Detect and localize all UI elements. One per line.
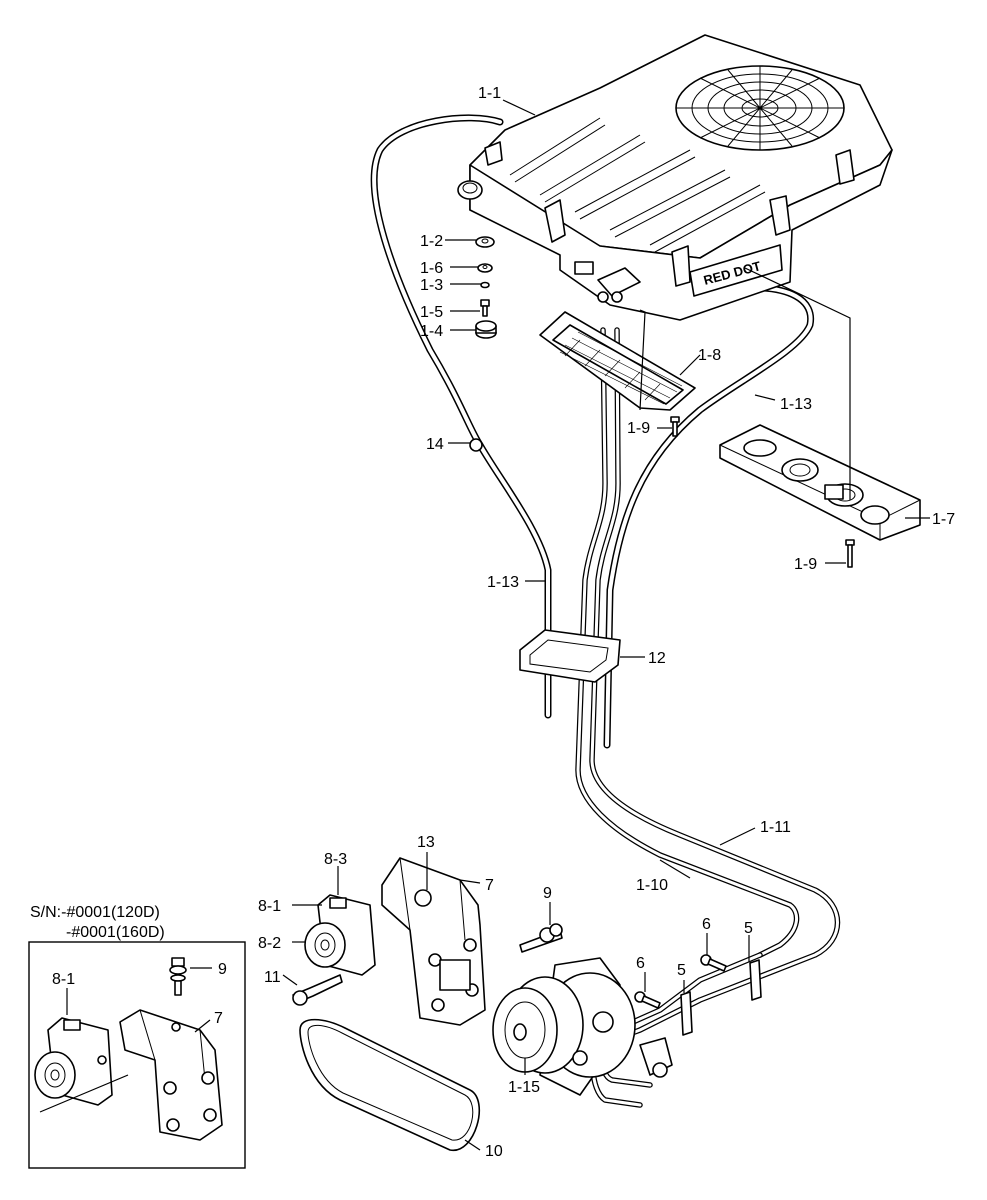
label-1-6: 1-6 [420, 260, 443, 277]
label-1-3: 1-3 [420, 277, 443, 294]
label-1-11: 1-11 [760, 819, 791, 836]
vent-grille [539, 311, 696, 411]
inset-label-8-1: 8-1 [52, 971, 75, 988]
hose-14 [370, 114, 552, 719]
bolt-11 [292, 974, 343, 1006]
label-1-13-top: 1-13 [780, 396, 812, 413]
part-labels: 1-1 1-2 1-6 1-3 1-5 1-4 1-8 1-13 1-9 14 … [258, 85, 955, 1160]
label-5-left: 5 [677, 962, 686, 979]
clamp-5a [680, 991, 693, 1036]
label-1-5: 1-5 [420, 304, 443, 321]
label-9: 9 [543, 885, 552, 902]
washer-1-2 [475, 236, 495, 248]
label-11: 11 [264, 969, 281, 986]
inset-label-9: 9 [218, 961, 227, 978]
label-1-15: 1-15 [508, 1079, 540, 1096]
inset-label-7: 7 [214, 1010, 223, 1027]
bolt-9 [519, 923, 563, 953]
clamp-14 [469, 438, 483, 452]
duct-panel [719, 424, 921, 541]
compressor-bracket [381, 857, 486, 1026]
label-6-left: 6 [636, 955, 645, 972]
screw-1-9b [845, 539, 855, 568]
compressor [492, 957, 636, 1096]
belt [299, 1018, 480, 1151]
label-1-7: 1-7 [932, 511, 955, 528]
label-8-1: 8-1 [258, 898, 281, 915]
tensioner [304, 894, 376, 976]
bolt-6b [700, 954, 727, 972]
label-1-1: 1-1 [478, 85, 501, 102]
expansion-valve [639, 1037, 673, 1078]
label-5-right: 5 [744, 920, 753, 937]
inset-title-line2: -#0001(160D) [66, 924, 165, 941]
label-1-9-top: 1-9 [627, 420, 650, 437]
bolt-1-5 [480, 299, 490, 317]
label-1-13-mid: 1-13 [487, 574, 519, 591]
inset-title-line1: S/N:-#0001(120D) [30, 904, 160, 921]
label-1-8: 1-8 [698, 347, 721, 364]
washer-1-3 [480, 281, 490, 289]
label-1-10: 1-10 [636, 877, 668, 894]
clamp-5b [749, 959, 762, 1001]
tube-1-10 [575, 327, 800, 958]
label-12: 12 [648, 650, 666, 667]
label-1-2: 1-2 [420, 233, 443, 250]
leader-lines [282, 99, 930, 1151]
label-8-2: 8-2 [258, 935, 281, 952]
label-1-9-bottom: 1-9 [794, 556, 817, 573]
inset-panel: S/N:-#0001(120D) -#0001(160D) 8-1 9 7 [28, 904, 246, 1169]
label-14: 14 [426, 436, 444, 453]
screw-1-9a [670, 416, 680, 437]
label-10: 10 [485, 1143, 503, 1160]
label-6-right: 6 [702, 916, 711, 933]
label-1-4: 1-4 [420, 323, 443, 340]
mount-1-4 [475, 320, 497, 339]
label-8-3: 8-3 [324, 851, 347, 868]
label-13: 13 [417, 834, 435, 851]
hose-1-13 [603, 284, 815, 749]
bolt-6a [634, 991, 661, 1009]
label-7: 7 [485, 877, 494, 894]
washer-1-6 [477, 263, 493, 273]
ac-unit: RED DOT [457, 34, 893, 321]
bracket-12 [519, 629, 621, 683]
